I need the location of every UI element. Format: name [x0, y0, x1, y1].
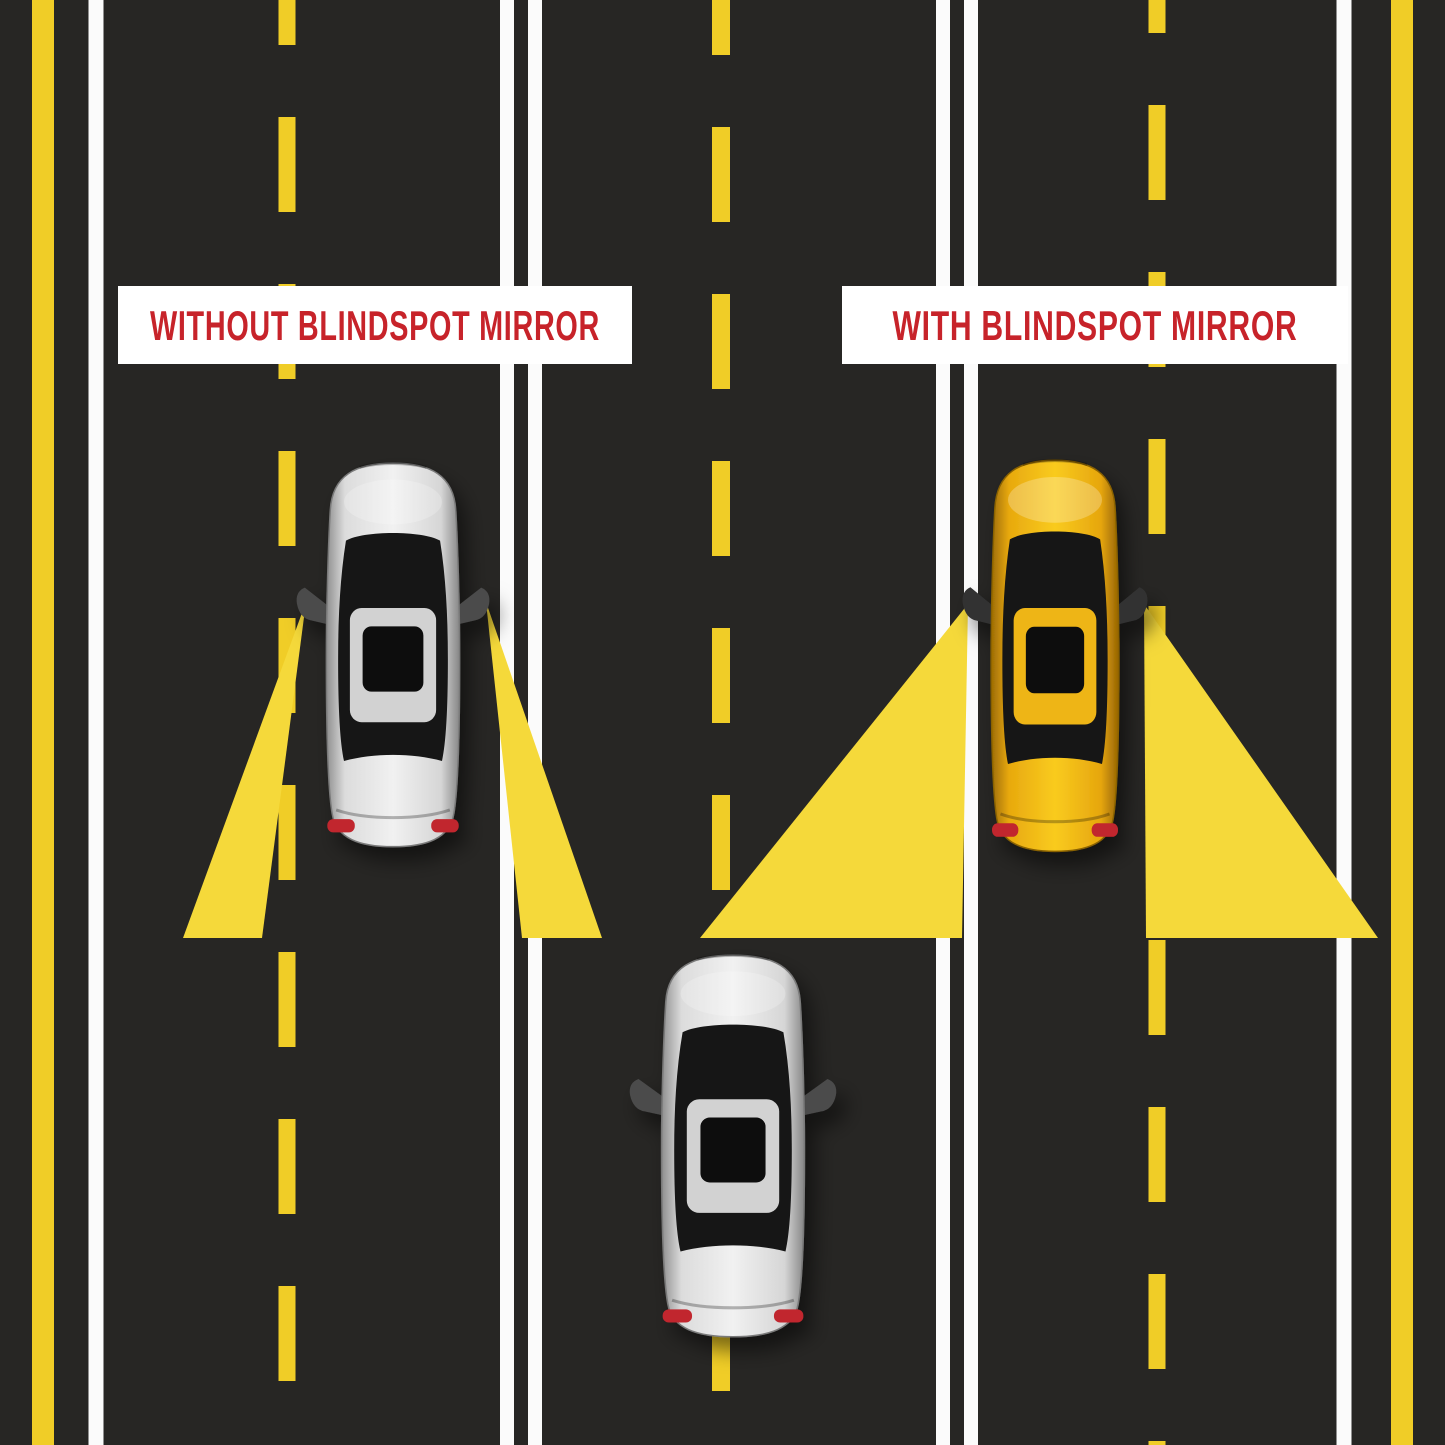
- car-hood-highlight: [344, 479, 442, 525]
- banner-with-blindspot-label: WITH BLINDSPOT MIRROR: [893, 302, 1298, 349]
- car-taillight-right: [1091, 823, 1118, 837]
- car-sunroof: [1025, 626, 1085, 694]
- car-taillight-left: [992, 823, 1019, 837]
- banner-without-blindspot-bg: [118, 286, 632, 364]
- banner-without-blindspot: WITHOUT BLINDSPOT MIRROR: [118, 286, 632, 364]
- car-front-grill-line: [696, 953, 770, 961]
- car-front-grill-line: [1022, 459, 1088, 466]
- banner-without-blindspot-label: WITHOUT BLINDSPOT MIRROR: [150, 302, 600, 349]
- car-taillight-left: [327, 819, 355, 833]
- car-with-blindspot-mirror: [962, 459, 1148, 853]
- car-mirror-left-icon: [296, 587, 329, 625]
- banner-with-blindspot-bg: [842, 286, 1348, 364]
- narrow-view-cone-left: [183, 602, 306, 938]
- narrow-view-cone-right: [486, 602, 602, 938]
- car-hood-highlight: [680, 971, 786, 1017]
- mirror-view-cones: [183, 602, 1378, 938]
- car-taillight-right: [431, 819, 459, 833]
- wide-view-cone-right: [1144, 604, 1378, 938]
- car-without-blindspot-mirror: [296, 461, 490, 848]
- car-sunroof: [362, 626, 424, 692]
- car-rear-line: [671, 1298, 795, 1310]
- car-sunroof: [700, 1117, 766, 1183]
- car-mirror-right-icon: [457, 587, 490, 625]
- banner-with-blindspot: WITH BLINDSPOT MIRROR: [842, 286, 1348, 364]
- car-rear-line: [1000, 812, 1110, 824]
- car-mirror-left-icon: [629, 1078, 664, 1116]
- car-mirror-right-icon: [802, 1078, 837, 1116]
- car-hood-highlight: [1008, 476, 1102, 523]
- car-mirror-right-icon: [1117, 587, 1148, 625]
- car-front-grill-line: [359, 461, 427, 469]
- car-taillight-right: [773, 1309, 804, 1323]
- car-in-blind-spot: [629, 953, 837, 1338]
- car-taillight-left: [662, 1309, 693, 1323]
- wide-view-cone-left: [700, 604, 968, 938]
- car-rear-line: [335, 808, 451, 820]
- car-mirror-left-icon: [962, 587, 993, 625]
